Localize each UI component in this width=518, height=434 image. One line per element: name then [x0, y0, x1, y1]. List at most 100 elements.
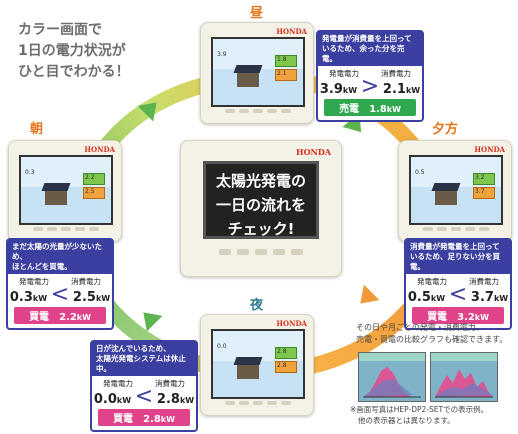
card-night-message: 日が沈んでいるため、 太陽光発電システムは休止中。 — [92, 342, 196, 376]
screen-gen-value: 3.9 — [217, 51, 227, 58]
footnote-line-1: ※画面写真はHEP-DP2-SETでの表示例。 — [350, 405, 489, 414]
use-value: 2.5kW — [72, 290, 111, 305]
use-value: 3.7kW — [470, 290, 509, 305]
screen-use-value: 3.7 — [475, 188, 485, 195]
buy-bar: 買電 2.8kW — [98, 409, 190, 426]
center-screen: 太陽光発電の 一日の流れを チェック! — [203, 161, 319, 239]
footnote: ※画面写真はHEP-DP2-SETでの表示例。 他の表示器とは異なります。 — [350, 404, 516, 426]
screen-gen-value: 0.0 — [217, 343, 227, 350]
device-center: HONDA 太陽光発電の 一日の流れを チェック! — [180, 140, 342, 277]
device-buttons — [225, 401, 291, 405]
device-buttons — [219, 249, 303, 255]
screen-bar-value: 2.8 — [277, 348, 287, 355]
graph-note-line-1: その日や月ごとの発電・消費電力、 — [356, 323, 484, 332]
headline-line-3: ひと目でわかる！ — [18, 64, 130, 80]
screen-use-value: 2.5 — [85, 188, 95, 195]
screen-gen-value: 0.5 — [415, 169, 425, 176]
buy-bar: 買電 3.2kW — [412, 307, 504, 324]
use-value: 2.1kW — [382, 82, 421, 97]
screen-bar-value: 3.2 — [475, 174, 485, 181]
gen-label: 発電電力 — [19, 277, 49, 286]
screen-evening: 0.5 3.7 3.2 — [409, 155, 503, 225]
card-night-message-line-1: 日が沈んでいるため、 — [96, 344, 171, 353]
card-morning: まだ太陽の光量が少ないため、 ほとんどを買電。 発電電力 消費電力 0.3kW … — [6, 238, 114, 330]
bar-label: 買電 — [427, 312, 448, 323]
device-morning: HONDA 0.3 2.5 2.2 — [8, 140, 122, 242]
relation-sign: > — [360, 74, 380, 99]
screen-use-value: 2.1 — [277, 70, 287, 77]
bar-label: 買電 — [29, 312, 50, 323]
gen-value: 0.3kW — [9, 290, 48, 305]
brand-logo: HONDA — [276, 27, 307, 36]
month-graph-image — [431, 353, 497, 398]
label-evening: 夕方 — [432, 122, 459, 137]
device-noon: HONDA 3.9 2.1 1.8 — [200, 22, 314, 124]
screen-night: 0.0 2.8 2.8 — [211, 329, 305, 399]
footnote-line-2: 他の表示器とは異なります。 — [358, 416, 455, 425]
relation-sign: < — [134, 384, 154, 409]
card-noon-message: 発電量が消費量を上回って いるため、余った分を売電。 — [318, 32, 422, 66]
graph-thumbnail-month — [430, 352, 498, 402]
graph-thumbnail-day — [358, 352, 426, 402]
gen-label: 発電電力 — [417, 277, 447, 286]
use-label: 消費電力 — [155, 379, 185, 388]
screen-bar-value: 2.2 — [85, 174, 95, 181]
card-noon: 発電量が消費量を上回って いるため、余った分を売電。 発電電力 消費電力 3.9… — [316, 30, 424, 122]
card-night-message-line-2: 太陽光発電システムは休止中。 — [96, 354, 186, 373]
screen-use-value: 2.8 — [277, 362, 287, 369]
center-line-1: 太陽光発電の — [215, 172, 306, 190]
label-noon: 昼 — [250, 6, 264, 21]
brand-logo: HONDA — [296, 147, 331, 157]
use-label: 消費電力 — [71, 277, 101, 286]
device-buttons — [423, 227, 489, 231]
screen-morning: 0.3 2.5 2.2 — [19, 155, 113, 225]
bar-value: 2.8kW — [143, 414, 175, 425]
use-value: 2.8kW — [156, 392, 195, 407]
day-graph-image — [359, 353, 425, 398]
use-label: 消費電力 — [469, 277, 499, 286]
card-evening-message-line-2: いるため、足りない分を買電。 — [410, 252, 500, 271]
bar-label: 売電 — [339, 104, 360, 115]
bar-value: 1.8kW — [369, 104, 401, 115]
bar-label: 買電 — [113, 414, 134, 425]
gen-value: 0.5kW — [407, 290, 446, 305]
use-label: 消費電力 — [381, 69, 411, 78]
card-evening: 消費量が発電量を上回って いるため、足りない分を買電。 発電電力 消費電力 0.… — [404, 238, 512, 330]
graph-note-line-2: 売電・買電の比較グラフも確認できます。 — [356, 335, 508, 344]
brand-logo: HONDA — [84, 145, 115, 154]
gen-value: 0.0kW — [93, 392, 132, 407]
center-line-3: チェック! — [227, 220, 295, 238]
screen-noon: 3.9 2.1 1.8 — [211, 37, 305, 107]
sell-bar: 売電 1.8kW — [324, 99, 416, 116]
bar-value: 2.2kW — [59, 312, 91, 323]
card-evening-message-line-1: 消費量が発電量を上回って — [410, 242, 500, 251]
card-night: 日が沈んでいるため、 太陽光発電システムは休止中。 発電電力 消費電力 0.0k… — [90, 340, 198, 432]
headline-line-1: カラー画面で — [18, 22, 102, 38]
gen-label: 発電電力 — [329, 69, 359, 78]
gen-value: 3.9kW — [319, 82, 358, 97]
card-morning-message-line-2: ほとんどを買電。 — [12, 262, 72, 271]
card-noon-message-line-2: いるため、余った分を売電。 — [322, 44, 405, 63]
card-evening-message: 消費量が発電量を上回って いるため、足りない分を買電。 — [406, 240, 510, 274]
device-buttons — [33, 227, 99, 231]
card-noon-message-line-1: 発電量が消費量を上回って — [322, 34, 412, 43]
card-morning-message: まだ太陽の光量が少ないため、 ほとんどを買電。 — [8, 240, 112, 274]
screen-gen-value: 0.3 — [25, 169, 35, 176]
device-buttons — [225, 109, 291, 113]
buy-bar: 買電 2.2kW — [14, 307, 106, 324]
graph-note: その日や月ごとの発電・消費電力、 売電・買電の比較グラフも確認できます。 — [356, 322, 516, 346]
brand-logo: HONDA — [474, 145, 505, 154]
card-morning-message-line-1: まだ太陽の光量が少ないため、 — [12, 242, 102, 261]
device-night: HONDA 0.0 2.8 2.8 — [200, 314, 314, 416]
gen-label: 発電電力 — [103, 379, 133, 388]
center-line-2: 一日の流れを — [215, 196, 306, 214]
brand-logo: HONDA — [276, 319, 307, 328]
label-morning: 朝 — [30, 122, 44, 137]
relation-sign: < — [50, 282, 70, 307]
headline-line-2: 1日の電力状況が — [18, 43, 126, 59]
headline: カラー画面で 1日の電力状況が ひと目でわかる！ — [18, 20, 188, 83]
device-evening: HONDA 0.5 3.7 3.2 — [398, 140, 512, 242]
screen-bar-value: 1.8 — [277, 56, 287, 63]
label-night: 夜 — [250, 298, 264, 313]
relation-sign: < — [448, 282, 468, 307]
